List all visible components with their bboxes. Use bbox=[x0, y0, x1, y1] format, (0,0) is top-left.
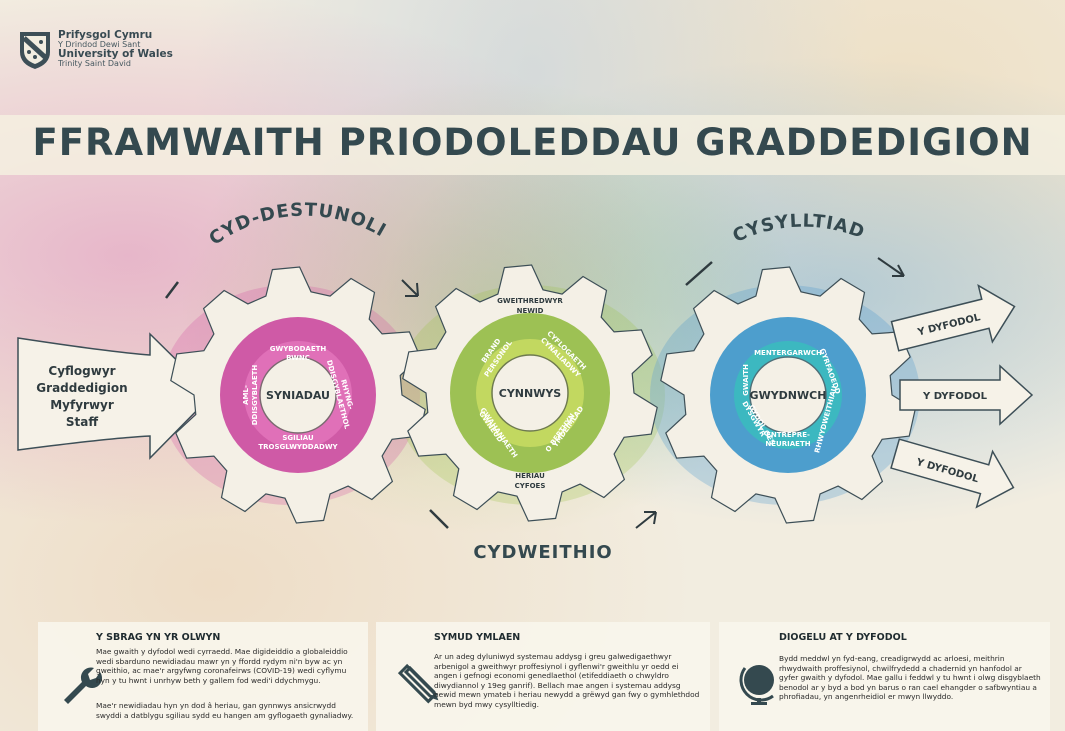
arc-label-cydweithio: CYDWEITHIO bbox=[473, 542, 612, 563]
crest-icon bbox=[20, 32, 50, 69]
gear1-label-8: DDISGYBLAETH bbox=[251, 365, 259, 426]
gear-cynnwys: CYNNWYS bbox=[402, 264, 658, 522]
panel-paragraph-1: Bydd meddwl yn fyd-eang, creadigrwydd ac… bbox=[779, 654, 1041, 702]
gear3-label-4: ENTREPRE- bbox=[766, 431, 810, 439]
gear-hub bbox=[259, 356, 337, 434]
gear-center-label: GWYDNWCH bbox=[750, 389, 827, 402]
wrench-icon bbox=[64, 667, 102, 704]
gear3-label-8: GWAITH bbox=[742, 364, 750, 396]
gear-syniadau: SYNIADAU bbox=[170, 266, 426, 524]
gear3-label-1: MENTERGARWCH bbox=[754, 349, 822, 357]
panel-paragraph-2: Mae'r newidiadau hyn yn dod â heriau, ga… bbox=[96, 701, 354, 720]
arc-label-cyd-destunoli: CYD-DESTUNOLI bbox=[205, 200, 390, 250]
title-band bbox=[0, 115, 1065, 175]
university-logo: Prifysgol Cymru Y Drindod Dewi Sant Univ… bbox=[18, 29, 173, 70]
logo-line-3: University of Wales bbox=[58, 48, 173, 61]
panel-heading: Y SBRAG YN YR OLWYN bbox=[96, 632, 221, 643]
gear1-label-2: BWNC bbox=[286, 354, 310, 362]
panel-paragraph-1: Ar un adeg dyluniwyd systemau addysg i g… bbox=[434, 652, 700, 709]
gear2-label-8: CYFOES bbox=[515, 482, 546, 490]
input-label-3: Myfyrwyr bbox=[50, 398, 114, 412]
gear2-label-1: GWEITHREDWYR bbox=[497, 297, 563, 305]
gear-diagram: Cyflogwyr Graddedigion Myfyrwyr Staff SY… bbox=[17, 200, 1034, 563]
panel-y-sbrag: Y SBRAG YN YR OLWYN Mae gwaith y dyfodol… bbox=[38, 622, 368, 731]
pencil-ruler-icon bbox=[397, 663, 439, 704]
gear1-label-5: SGILIAU bbox=[282, 434, 314, 442]
gear2-label-2: NEWID bbox=[517, 307, 544, 315]
gear-center-label: SYNIADAU bbox=[266, 389, 330, 402]
input-label-2: Graddedigion bbox=[36, 381, 127, 395]
panel-symud-ymlaen: SYMUD YMLAEN Ar un adeg dyluniwyd system… bbox=[376, 622, 710, 731]
gear-hub bbox=[491, 354, 569, 432]
input-arrow: Cyflogwyr Graddedigion Myfyrwyr Staff bbox=[17, 332, 214, 460]
arc-label-cysylltiad: CYSYLLTIAD bbox=[730, 211, 868, 247]
output-label-2: Y DYFODOL bbox=[922, 391, 988, 402]
gear1-label-6: TROSGLWYDDADWY bbox=[258, 443, 338, 451]
gear1-label-1: GWYBODAETH bbox=[270, 345, 327, 353]
logo-line-1: Prifysgol Cymru bbox=[58, 29, 153, 41]
gear3-label-5: NEURIAETH bbox=[765, 440, 810, 448]
gear-center-label: CYNNWYS bbox=[499, 387, 562, 400]
input-label-1: Cyflogwyr bbox=[48, 364, 115, 378]
output-arrows: Y DYFODOL Y DYFODOL Y DYFODOL bbox=[890, 284, 1034, 509]
logo-line-4: Trinity Saint David bbox=[58, 59, 131, 69]
panel-diogelu: DIOGELU AT Y DYFODOL Bydd meddwl yn fyd-… bbox=[719, 622, 1050, 731]
page-title: FFRAMWAITH PRIODOLEDDAU GRADDEDIGION bbox=[32, 121, 1033, 164]
gear-hub bbox=[749, 356, 827, 434]
globe-icon bbox=[739, 665, 774, 705]
panel-heading: SYMUD YMLAEN bbox=[434, 632, 521, 643]
panel-paragraph-1: Mae gwaith y dyfodol wedi cyrraedd. Mae … bbox=[96, 647, 348, 685]
gear1-label-7: AML- bbox=[242, 385, 250, 405]
gear2-label-7: HERIAU bbox=[515, 472, 545, 480]
panel-heading: DIOGELU AT Y DYFODOL bbox=[779, 632, 907, 643]
input-label-4: Staff bbox=[66, 415, 98, 429]
logo-line-2: Y Drindod Dewi Sant bbox=[58, 40, 141, 50]
gear-gwydnwch: GWYDNWCH bbox=[660, 266, 916, 524]
